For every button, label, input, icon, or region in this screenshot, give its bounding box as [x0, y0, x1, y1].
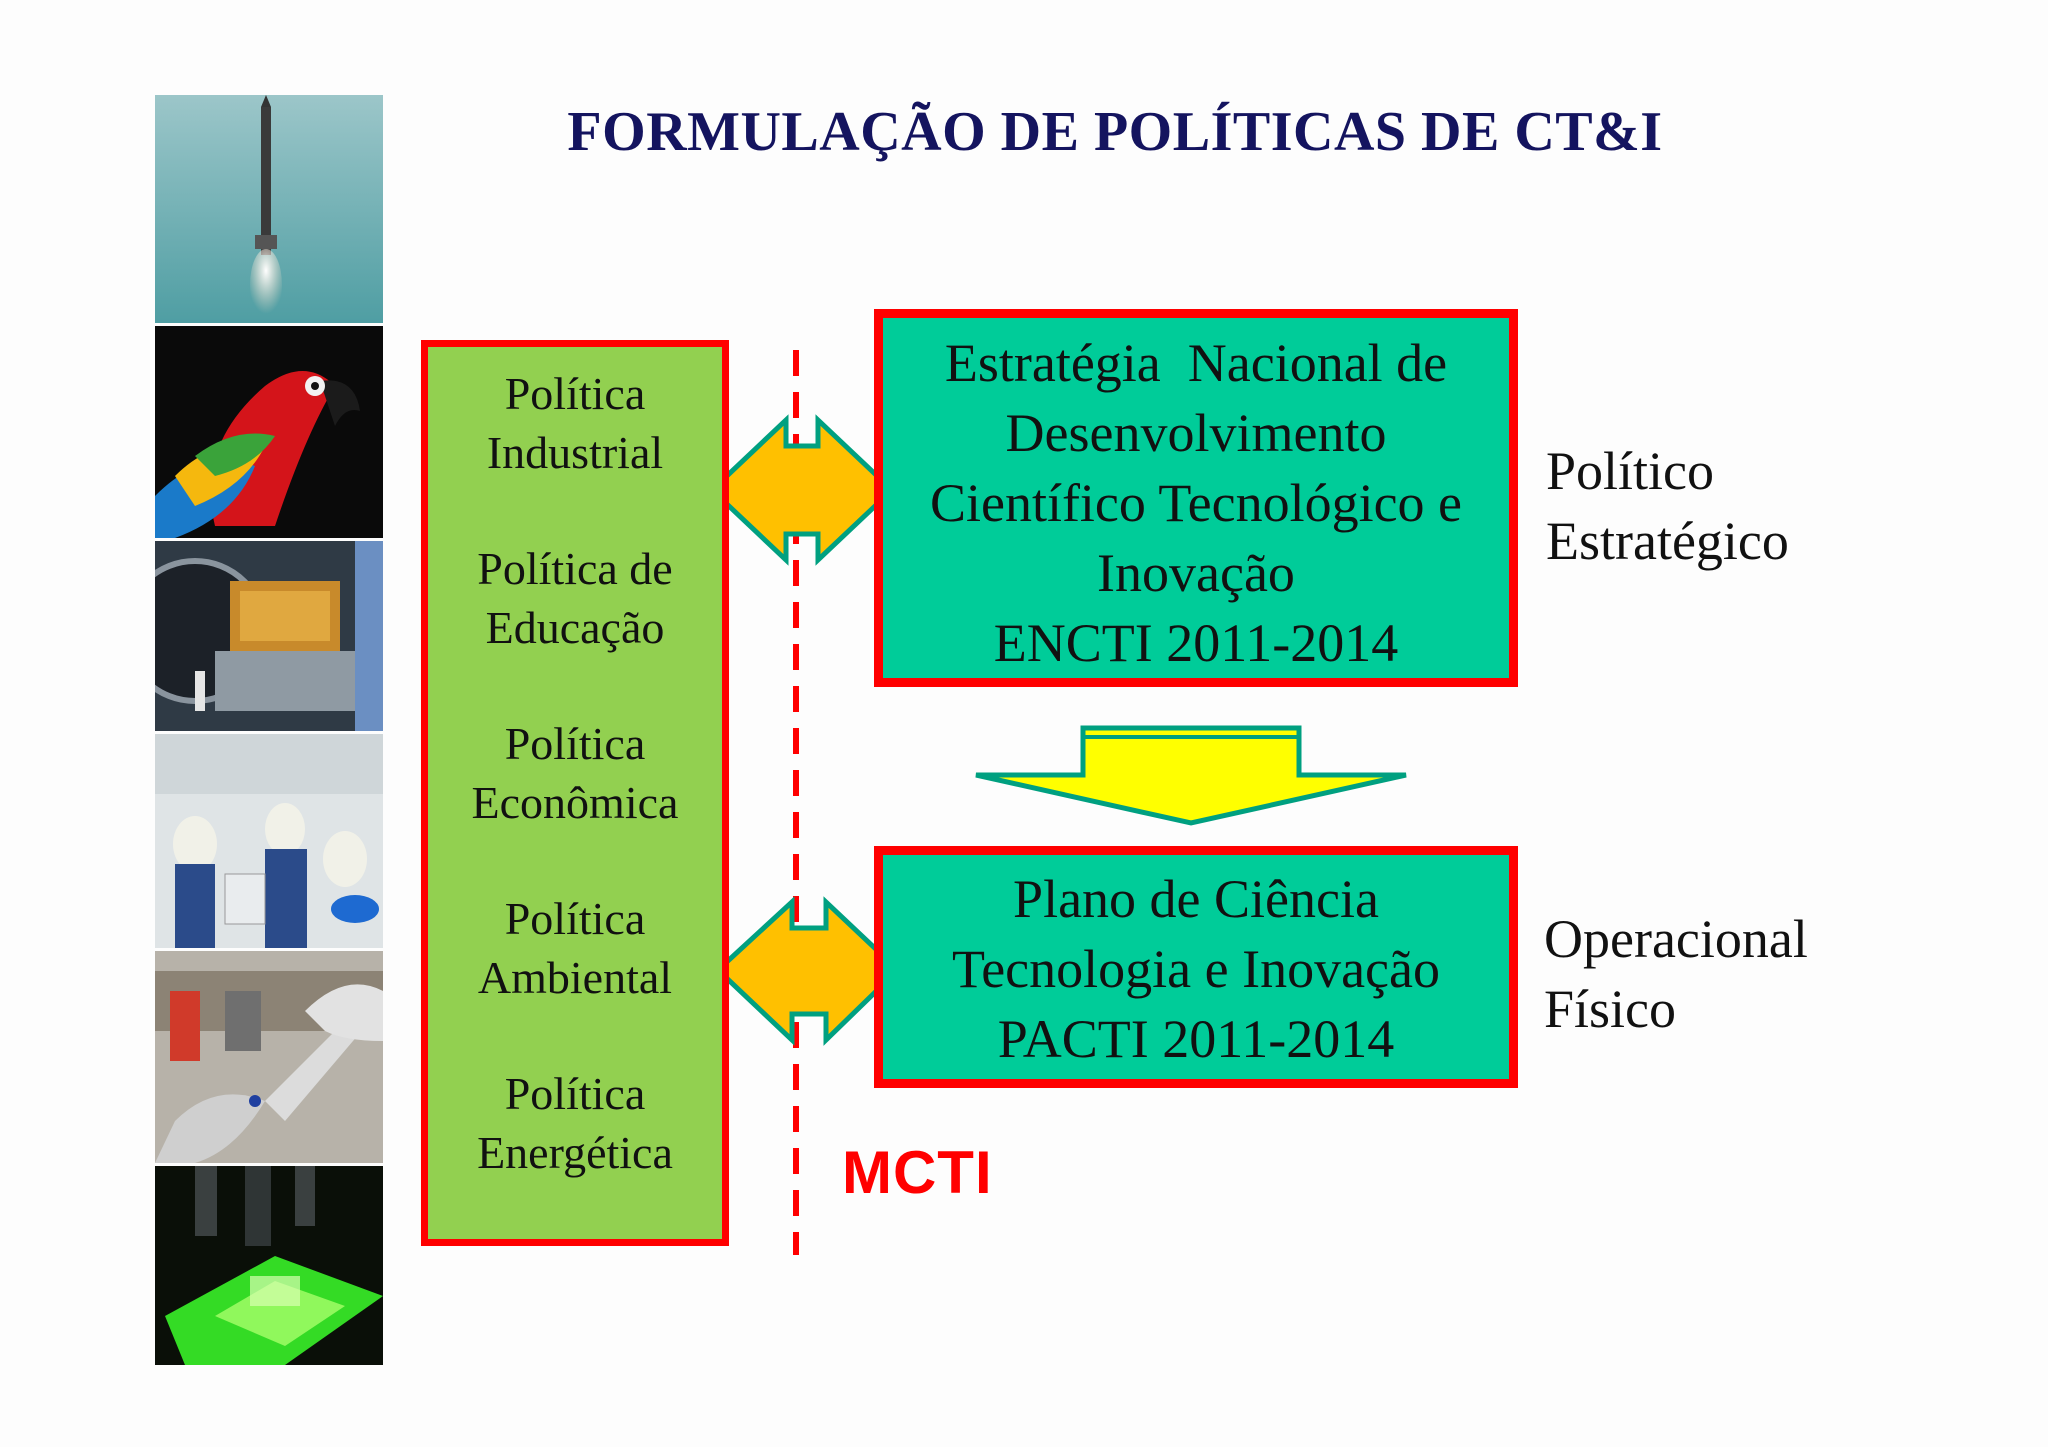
policy-environmental: Política Ambiental [428, 889, 722, 1007]
encti-line: Científico Tecnológico e [929, 473, 1463, 533]
level-label-operational: Operacional Físico [1544, 904, 1808, 1044]
policy-line1: Política [504, 1068, 646, 1119]
macaw-parrot-photo [155, 326, 383, 538]
policy-line2: Educação [485, 602, 665, 653]
policy-energy: Política Energética [428, 1064, 722, 1182]
policy-economic: Política Econômica [428, 714, 722, 832]
policy-line2: Ambiental [477, 952, 673, 1003]
encti-box: Estratégia Nacional de Desenvolvimento C… [874, 309, 1518, 687]
mcti-label: MCTI [842, 1139, 993, 1206]
level-line: Físico [1544, 979, 1677, 1039]
double-arrow-top [708, 414, 896, 566]
encti-line: Inovação [1097, 543, 1295, 603]
encti-line: Desenvolvimento [1005, 403, 1387, 463]
policy-line1: Política [504, 368, 646, 419]
pacti-box: Plano de Ciência Tecnologia e Inovação P… [874, 846, 1518, 1088]
pacti-line: PACTI 2011-2014 [997, 1009, 1395, 1069]
policy-education: Política de Educação [428, 539, 722, 657]
policy-line1: Política [504, 893, 646, 944]
cleanroom-workers-photo [155, 734, 383, 948]
pacti-line: Plano de Ciência [1013, 869, 1379, 929]
policy-industrial: Política Industrial [428, 364, 722, 482]
down-arrow [975, 725, 1407, 826]
encti-line: Estratégia Nacional de [944, 333, 1448, 393]
double-arrow-bottom [714, 896, 902, 1046]
policy-line2: Econômica [471, 777, 679, 828]
laboratory-hands-photo [155, 951, 383, 1163]
policy-line2: Energética [477, 1127, 673, 1178]
satellite-assembly-photo [155, 541, 383, 731]
rocket-launch-photo [155, 95, 383, 323]
level-line: Político [1546, 441, 1715, 501]
level-line: Operacional [1544, 909, 1808, 969]
level-label-strategic: Político Estratégico [1546, 436, 1789, 576]
policy-line2: Industrial [486, 427, 664, 478]
pacti-line: Tecnologia e Inovação [952, 939, 1440, 999]
policy-line1: Política [504, 718, 646, 769]
photo-strip [155, 95, 383, 1365]
level-line: Estratégico [1546, 511, 1789, 571]
policies-box: Política Industrial Política de Educação… [421, 340, 729, 1246]
page-title: FORMULAÇÃO DE POLÍTICAS DE CT&I [567, 101, 1663, 163]
policy-line1: Política de [477, 543, 673, 594]
fluorescent-microscope-photo [155, 1166, 383, 1365]
encti-line: ENCTI 2011-2014 [993, 613, 1399, 673]
